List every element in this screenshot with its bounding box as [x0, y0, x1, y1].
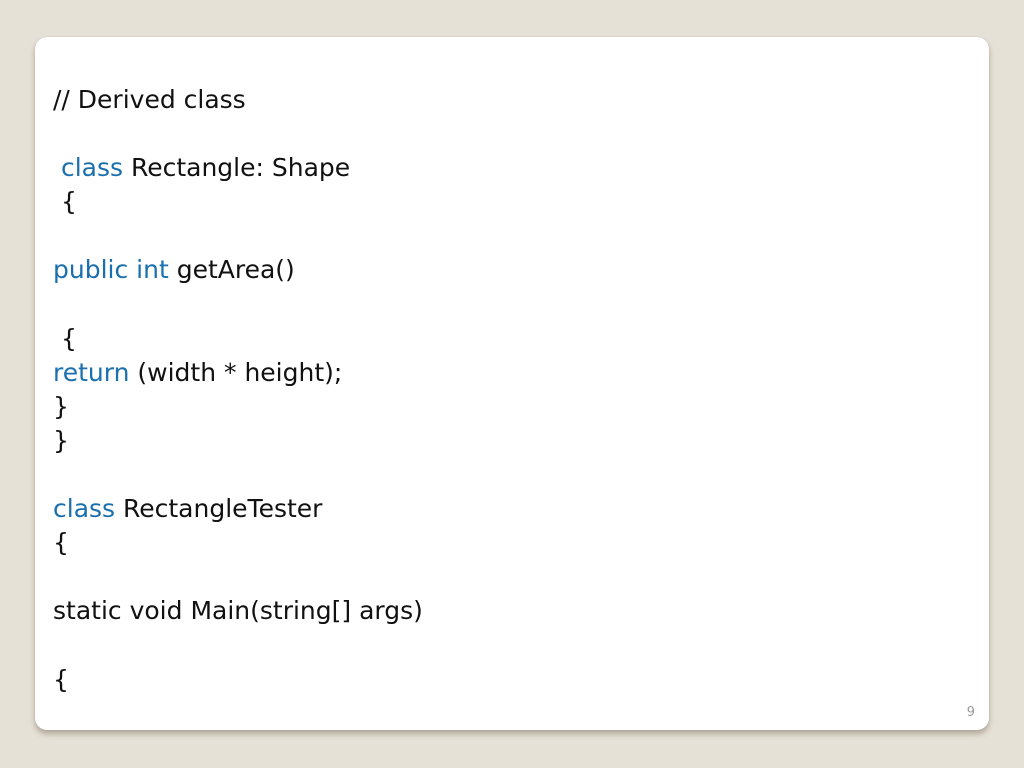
page-number: 9	[966, 705, 975, 720]
keyword: class	[60, 153, 124, 182]
code-line-getarea: public int getArea()	[53, 255, 295, 284]
code-line-return: return (width * height);	[53, 358, 343, 387]
code-line-main: static void Main(string[] args)	[53, 596, 423, 625]
code-line-close-brace: }	[53, 392, 69, 421]
keyword: public int	[53, 255, 169, 284]
keyword: class	[53, 494, 116, 523]
code-line-class-rectangle: class Rectangle: Shape	[60, 153, 351, 182]
code-line-open-brace: {	[53, 665, 69, 694]
code-line-open-brace: {	[60, 187, 77, 216]
code-line-close-brace: }	[53, 426, 69, 455]
code-line-comment: // Derived class	[53, 85, 246, 114]
code-line-class-tester: class RectangleTester	[53, 494, 323, 523]
keyword: return	[53, 358, 130, 387]
slide-card: // Derived class class Rectangle: Shape …	[35, 37, 989, 730]
code-line-open-brace: {	[53, 528, 69, 557]
code-line-open-brace: {	[60, 324, 77, 353]
